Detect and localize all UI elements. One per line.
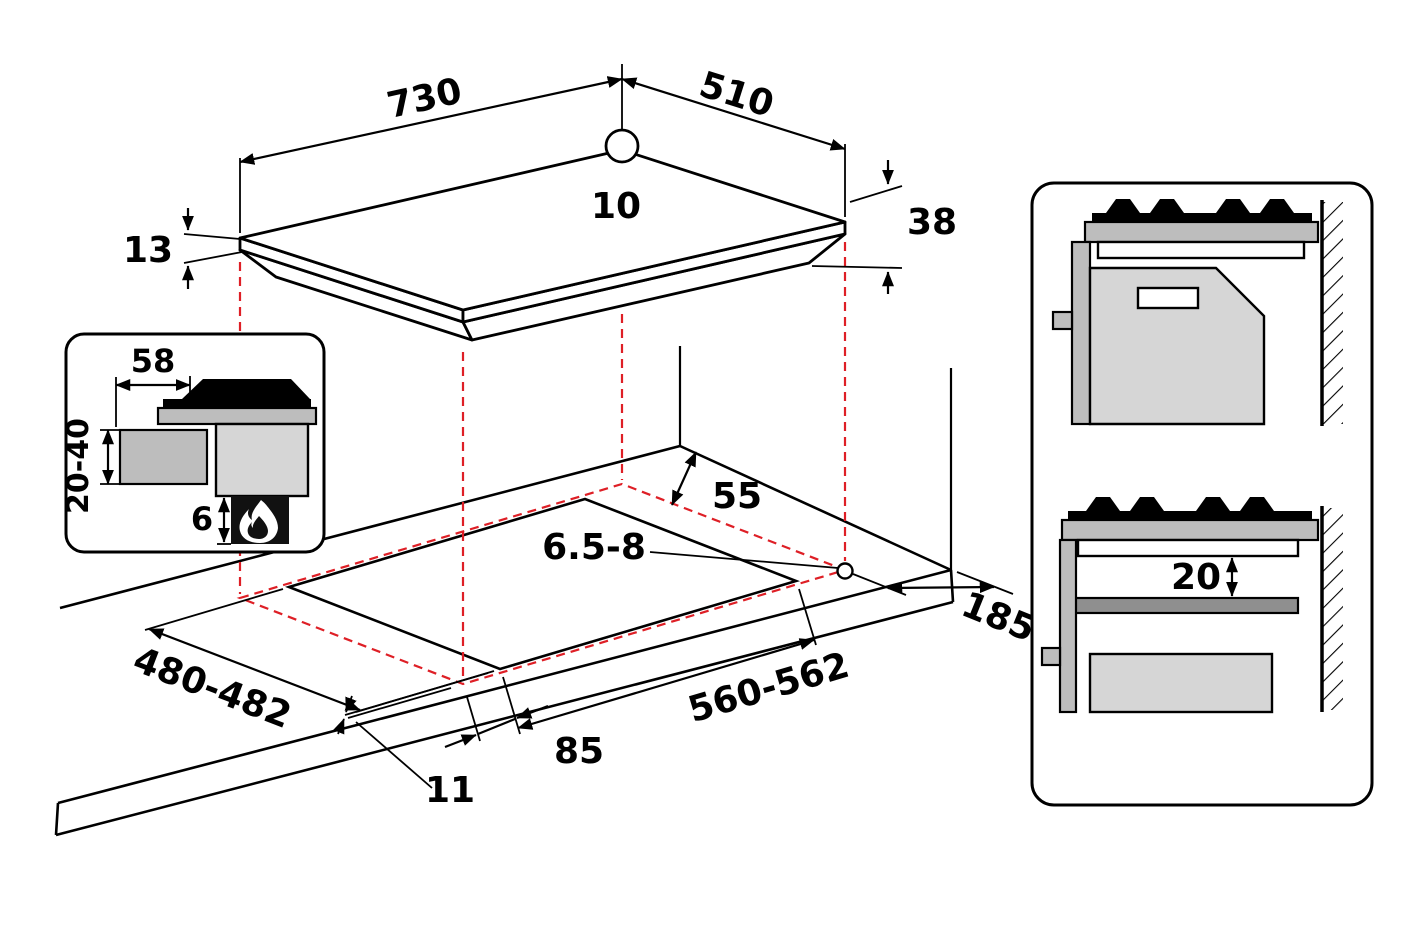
dim-11-arrow-bottom bbox=[333, 718, 345, 735]
hob-isometric: 10 bbox=[238, 128, 847, 342]
hob-tray-top bbox=[1096, 240, 1306, 260]
worktop-back-right-edge bbox=[679, 444, 952, 572]
dim-480-arrow bbox=[148, 627, 361, 712]
dim-10-label: 10 bbox=[591, 186, 641, 227]
inset-2040-label: 20-40 bbox=[61, 418, 96, 514]
hob-glass-section-top bbox=[1092, 213, 1312, 223]
oven-unit bbox=[1088, 266, 1266, 426]
dim-185-arrow bbox=[887, 581, 995, 594]
dim-38-leader-top bbox=[849, 185, 903, 203]
hole-marker bbox=[604, 128, 640, 164]
dim-85-arrow-left bbox=[444, 733, 477, 749]
dim-11-leader bbox=[355, 721, 433, 789]
support-bracket-top bbox=[1051, 310, 1074, 331]
dim-55-label: 55 bbox=[712, 476, 762, 517]
dim-13-leader-bottom bbox=[183, 251, 243, 264]
dim-480-ext-1 bbox=[144, 588, 284, 631]
dim-11-arrow-top bbox=[345, 695, 357, 713]
grate-icon bbox=[1260, 199, 1294, 213]
cutout-outline bbox=[284, 497, 801, 671]
dim-38-leader-bottom bbox=[811, 265, 903, 269]
dim-85-span bbox=[477, 717, 516, 736]
dim-560-ext-1 bbox=[502, 676, 521, 735]
side-view-drawer: 20 bbox=[1040, 497, 1343, 714]
dim-85-ext bbox=[466, 696, 481, 742]
gas-flame-icon-core bbox=[247, 516, 268, 539]
dim-20-label: 20 bbox=[1171, 557, 1221, 598]
support-bracket-bottom bbox=[1040, 646, 1062, 667]
inset-hob-rim bbox=[156, 406, 318, 426]
inset-58-label: 58 bbox=[131, 342, 176, 380]
dim-hole-label: 6.5-8 bbox=[542, 527, 646, 568]
dim-185-label: 185 bbox=[956, 584, 1041, 650]
dim-85-label: 85 bbox=[554, 731, 604, 772]
dim-510-label: 510 bbox=[694, 64, 778, 126]
dim-560-label: 560-562 bbox=[684, 645, 854, 731]
cabinet-side-views: 20 bbox=[1030, 181, 1374, 807]
hob-glass-section-bottom bbox=[1068, 511, 1312, 521]
worktop-back-left-edge bbox=[59, 444, 681, 610]
cabinet-side-bottom bbox=[1058, 538, 1078, 714]
dim-11-ext-2 bbox=[344, 672, 489, 716]
wall-hatching-top bbox=[1323, 202, 1343, 424]
dim-38-label: 38 bbox=[907, 202, 957, 243]
grate-icon bbox=[1150, 199, 1184, 213]
inset-worktop-left bbox=[118, 428, 209, 486]
dim-510-arrow bbox=[621, 77, 846, 151]
side-view-oven bbox=[1051, 199, 1343, 426]
worktop-front-end-right bbox=[949, 569, 955, 603]
hob-tray-bottom bbox=[1076, 538, 1300, 558]
dim-85-arrow-right bbox=[516, 704, 549, 720]
inset-glass-bar bbox=[163, 399, 311, 409]
wall-hatching-bottom bbox=[1323, 508, 1343, 710]
dim-730-label: 730 bbox=[383, 71, 465, 127]
dim-13-label: 13 bbox=[123, 230, 173, 271]
worktop-front-end-left bbox=[54, 802, 60, 836]
shelf-panel bbox=[1073, 596, 1300, 615]
grate-icon bbox=[1216, 199, 1250, 213]
hob-glass-top bbox=[238, 148, 847, 312]
inset-6-label: 6 bbox=[191, 500, 213, 538]
inset-hob-body bbox=[214, 422, 310, 498]
dim-730-arrow bbox=[239, 76, 623, 165]
dim-hole-leader bbox=[649, 551, 839, 569]
drawer-unit bbox=[1088, 652, 1274, 714]
grate-icon bbox=[1240, 497, 1274, 511]
cabinet-side-top bbox=[1070, 240, 1092, 426]
worktop-front-edge-top bbox=[57, 568, 952, 805]
dim-11-ext-1 bbox=[347, 687, 452, 719]
dim-560-ext-2 bbox=[798, 588, 817, 646]
fixing-hole bbox=[836, 562, 854, 580]
dim-55-arrow bbox=[670, 451, 698, 506]
dim-560-arrow bbox=[517, 638, 815, 730]
grate-icon bbox=[1106, 199, 1140, 213]
inset-grate bbox=[182, 379, 310, 399]
worktop-section-top bbox=[1083, 220, 1320, 244]
clearance-inset: 58 20-40 6 bbox=[61, 332, 326, 554]
grate-icon bbox=[1086, 497, 1120, 511]
worktop-section-bottom bbox=[1060, 518, 1320, 542]
dim-11-label: 11 bbox=[425, 770, 475, 811]
grate-icon bbox=[1130, 497, 1164, 511]
grate-icon bbox=[1196, 497, 1230, 511]
vent-slot bbox=[1136, 286, 1200, 310]
worktop-front-edge-bottom bbox=[55, 600, 954, 837]
dim-13-leader-top bbox=[183, 233, 241, 240]
